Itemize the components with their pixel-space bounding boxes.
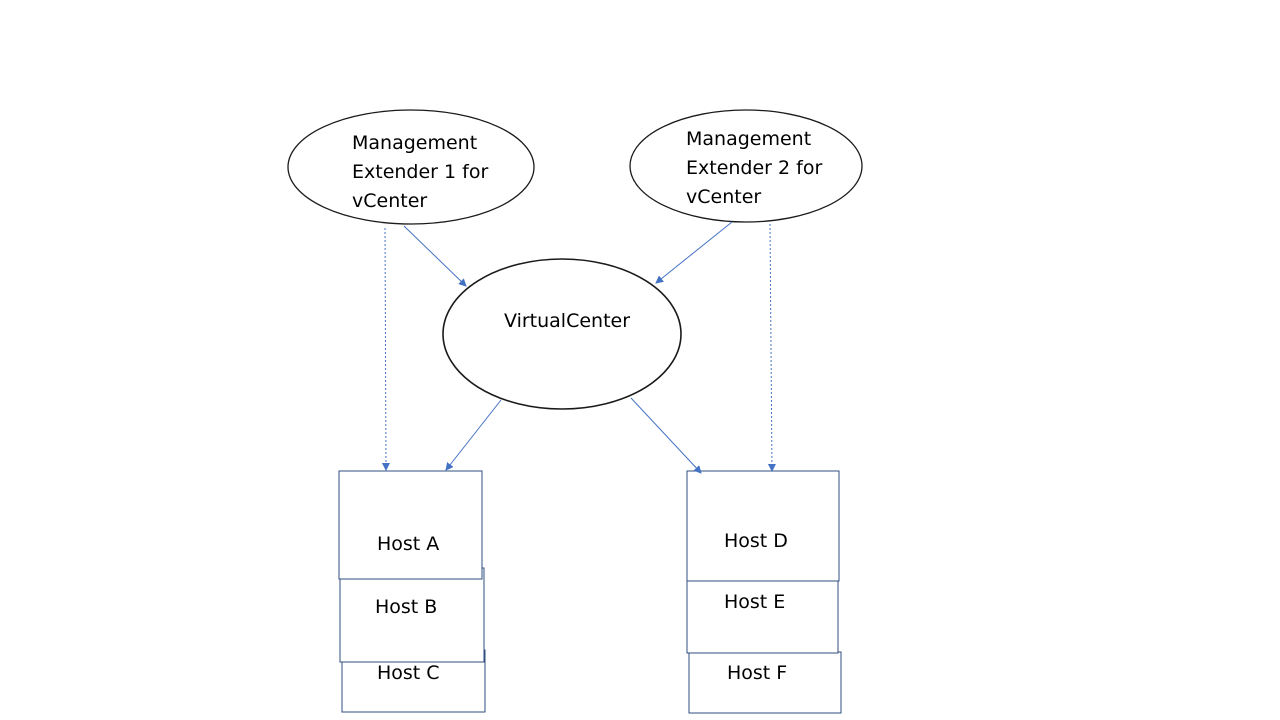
management-extender-2-label-line-1: Management <box>686 128 811 150</box>
host-e-label: Host E <box>724 591 785 613</box>
management-extender-1-label-line-2: Extender 1 for <box>352 161 488 183</box>
management-extender-1-ellipse <box>287 109 535 225</box>
host-stack-right: Host D Host E Host F <box>686 470 842 714</box>
virtual-center-node: VirtualCenter <box>442 258 682 410</box>
host-a-label: Host A <box>377 533 439 555</box>
host-f-label: Host F <box>727 662 787 684</box>
host-f-box <box>688 651 842 714</box>
management-extender-2-label-line-3: vCenter <box>686 186 761 208</box>
host-d-label: Host D <box>724 530 788 552</box>
arrow-extender-1-to-virtual-center <box>403 225 467 287</box>
host-stack-left: Host A Host B Host C <box>338 470 486 713</box>
host-b-box <box>339 567 485 663</box>
host-b-label: Host B <box>375 596 437 618</box>
arrow-virtual-center-to-host-a <box>445 399 502 471</box>
management-extender-1-node: Management Extender 1 for vCenter <box>287 109 535 225</box>
arrow-extender-2-to-virtual-center <box>655 221 733 284</box>
host-d-box <box>686 470 840 582</box>
management-extender-2-node: Management Extender 2 for vCenter <box>629 109 863 223</box>
management-extender-1-label-line-3: vCenter <box>352 190 427 212</box>
host-c-label: Host C <box>377 662 440 684</box>
management-extender-2-label-line-2: Extender 2 for <box>686 157 822 179</box>
virtual-center-label: VirtualCenter <box>504 310 630 332</box>
dashed-arrow-extender-2-to-host-d <box>767 223 776 472</box>
dashed-arrow-extender-1-to-host-a <box>381 227 390 471</box>
host-a-box <box>338 470 483 580</box>
connectors <box>381 221 776 474</box>
arrow-virtual-center-to-host-d <box>630 397 702 474</box>
management-extender-2-ellipse <box>629 109 863 223</box>
management-extender-1-label-line-1: Management <box>352 132 477 154</box>
virtual-center-ellipse <box>442 258 682 410</box>
